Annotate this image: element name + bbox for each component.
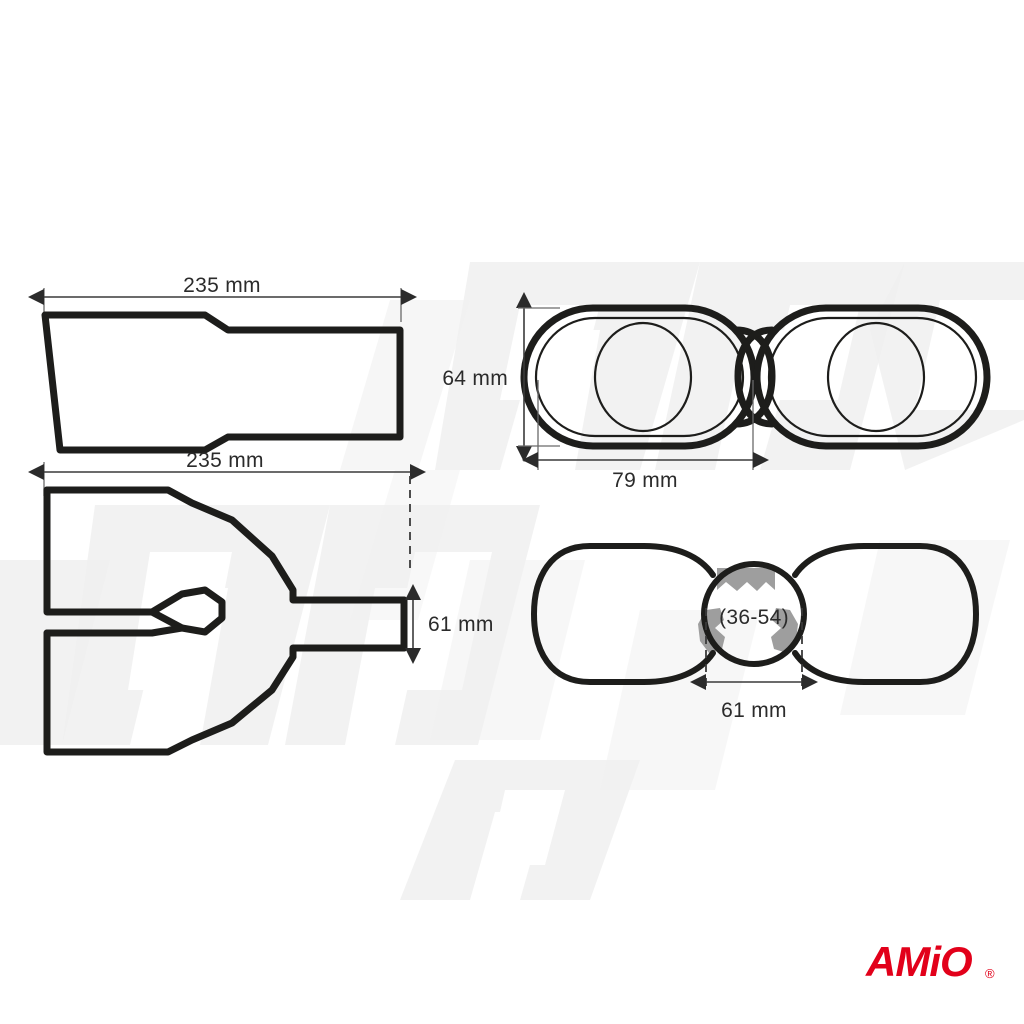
part-fork-lower-outer — [43, 629, 408, 756]
oval-right-outer — [753, 304, 991, 450]
logo-registered-icon: ® — [985, 966, 995, 981]
oval-left-bore — [593, 321, 693, 433]
watermark-letters — [0, 262, 1024, 900]
label-width-front: 79 mm — [612, 469, 678, 492]
logo-wordmark: AMiO — [865, 938, 972, 985]
oval-right-inner-rim — [767, 316, 978, 438]
rear-body-left — [531, 543, 716, 685]
part-fork-upper-outer — [43, 486, 408, 604]
clamp-top-blob — [717, 568, 775, 591]
clamp-right-blob — [771, 608, 798, 653]
label-clamp-range: (36-54) — [719, 606, 789, 629]
view-top-profile-twin — [28, 462, 426, 756]
view-side-profile-single — [28, 288, 417, 454]
view-front-twin-oval — [516, 292, 991, 470]
rear-body-right — [792, 543, 979, 685]
part-fork-lower-inner — [43, 624, 186, 637]
clamp-circle — [701, 561, 807, 667]
brand-logo: AMiO ® — [865, 938, 995, 985]
part-side-profile — [41, 311, 404, 454]
oval-right-bore — [826, 321, 926, 433]
label-length-top-left: 235 mm — [183, 274, 261, 297]
view-rear-twin-oval — [531, 543, 979, 692]
label-inlet-rear: 61 mm — [721, 699, 787, 722]
oval-connector-right — [734, 326, 776, 428]
label-inlet-bottom-left: 61 mm — [428, 613, 494, 636]
oval-left-inner-rim — [534, 316, 745, 438]
part-fork-upper-inner — [43, 486, 226, 636]
label-height-front: 64 mm — [442, 367, 508, 390]
label-length-bottom-left: 235 mm — [186, 449, 264, 472]
